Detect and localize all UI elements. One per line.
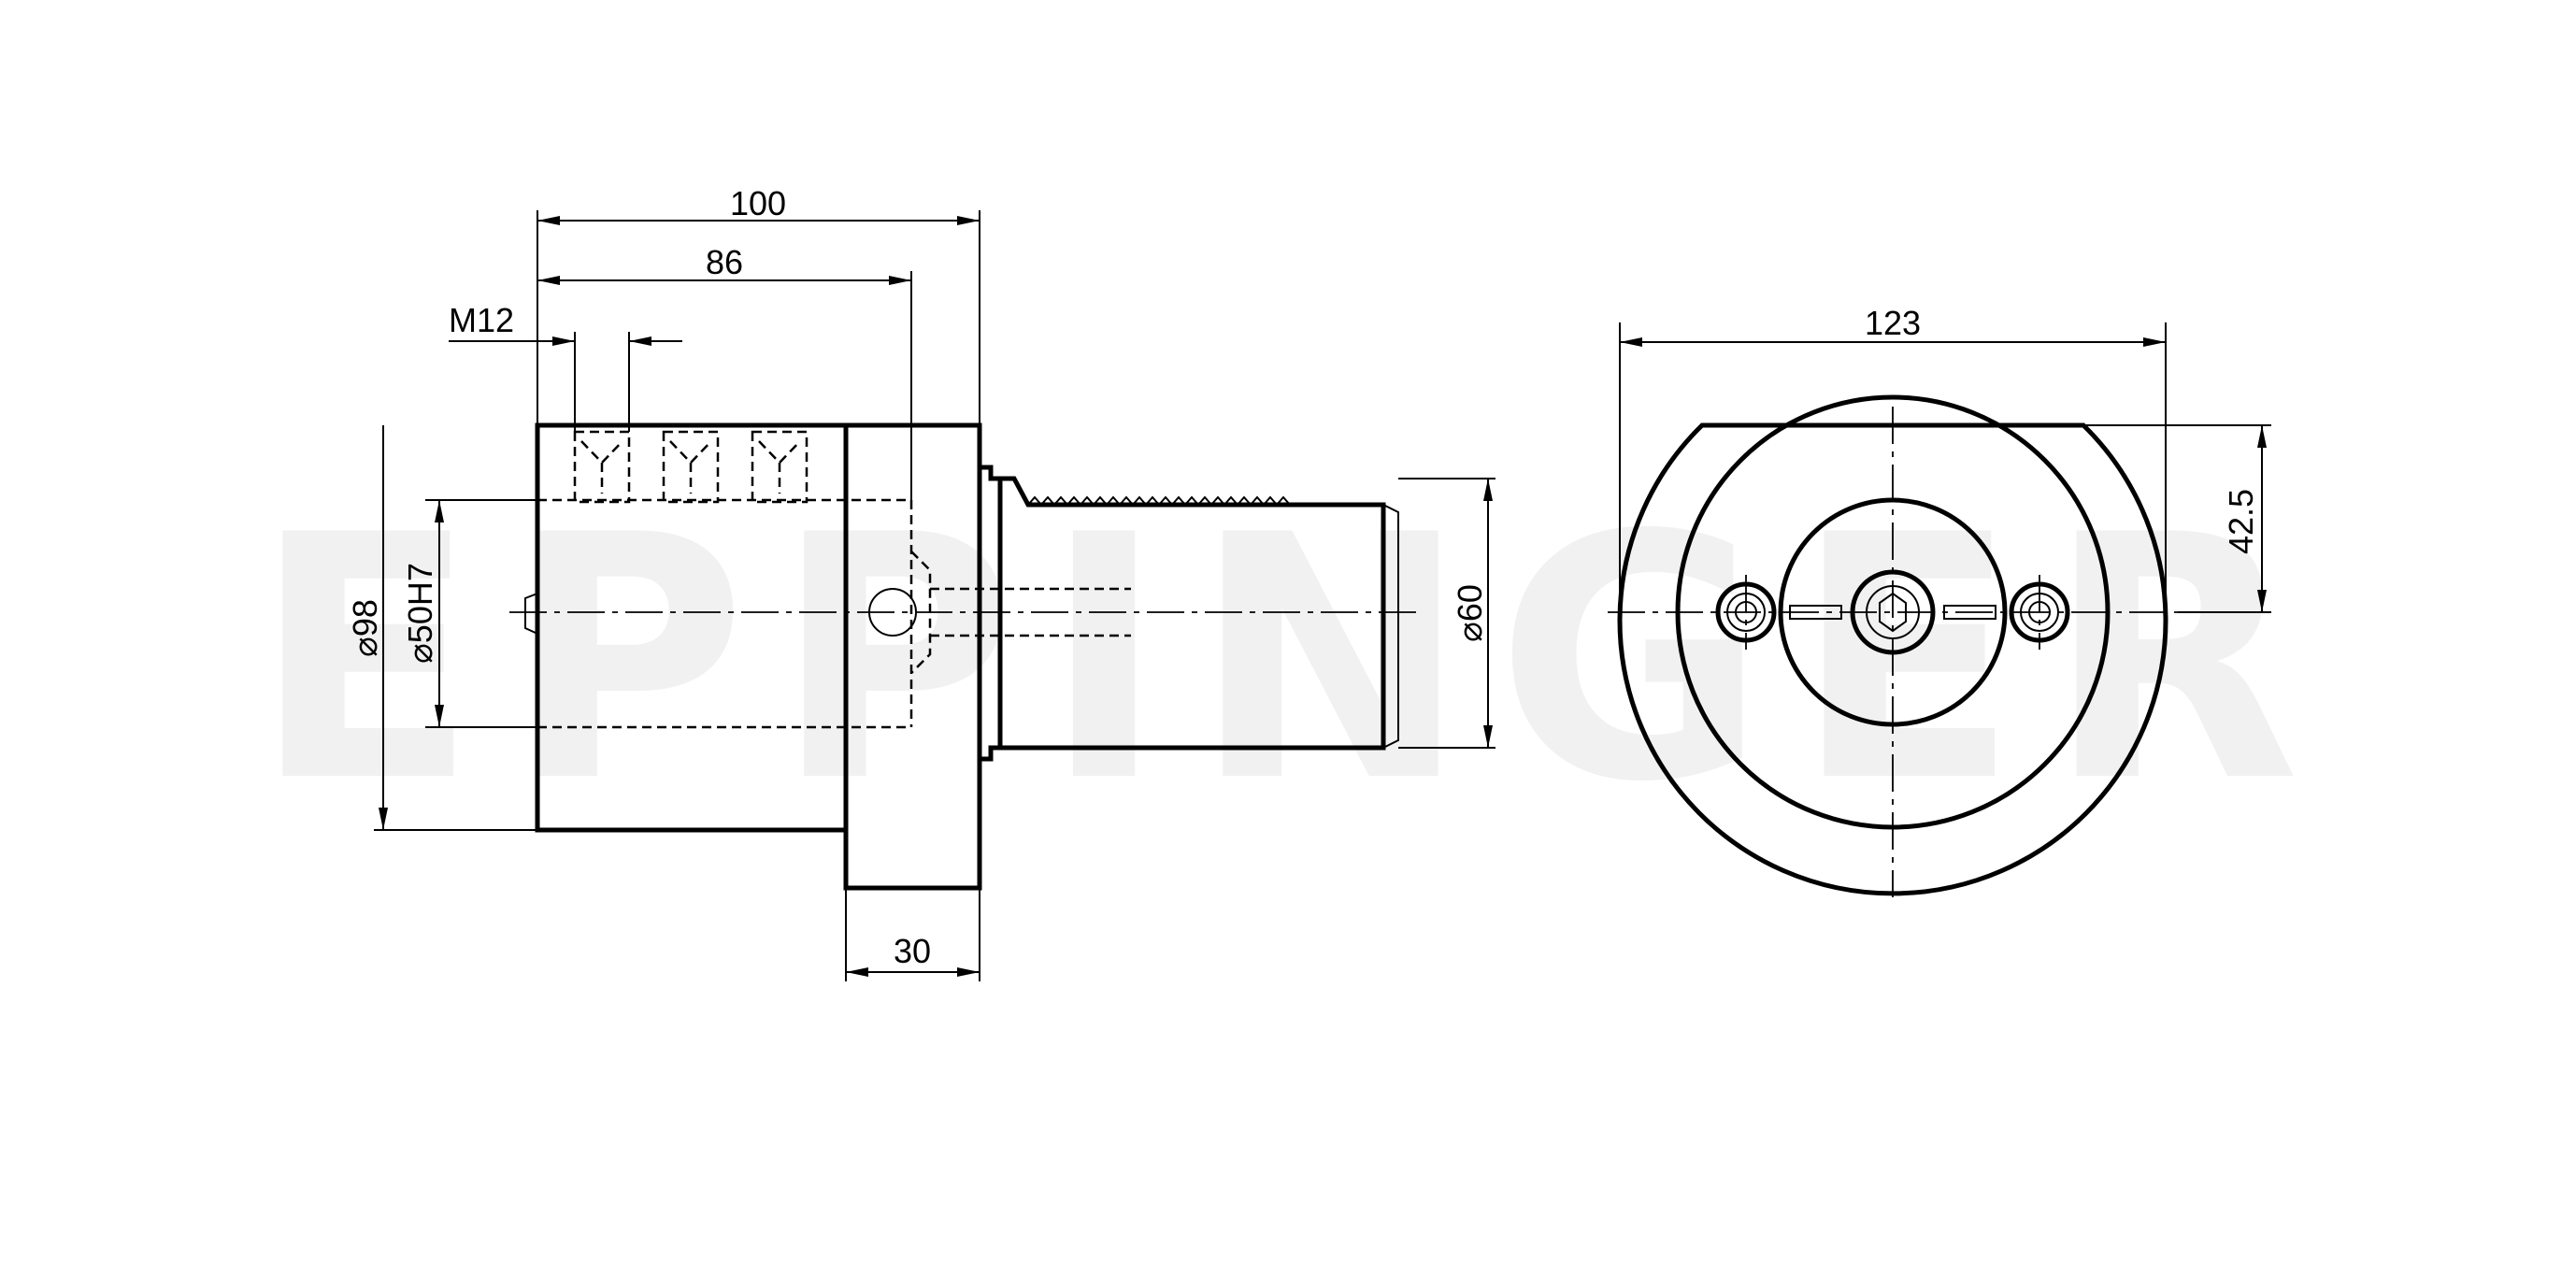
dim-text-42-5: 42.5	[2222, 489, 2260, 554]
dim-text-100: 100	[730, 184, 786, 222]
dim-text-50h7: ⌀50H7	[401, 563, 439, 664]
watermark-text: EPPINGER	[252, 464, 2327, 855]
threaded-hole-2	[662, 430, 720, 504]
shank-collar	[980, 465, 1003, 762]
dim-text-98: ⌀98	[346, 599, 384, 657]
dim-text-30: 30	[894, 932, 931, 970]
threaded-holes	[573, 430, 809, 504]
dim-text-60: ⌀60	[1451, 584, 1489, 642]
rear-plug	[524, 593, 538, 635]
shank	[1000, 476, 1386, 751]
flange	[843, 422, 982, 891]
shank-end	[1382, 504, 1399, 749]
front-view: 123 42.5	[1608, 304, 2271, 897]
side-view: 100 86 M12 ⌀98 ⌀50H7 ⌀60 30	[346, 184, 1496, 981]
threaded-hole-3	[751, 430, 809, 504]
threaded-hole-1-tip	[580, 440, 623, 494]
dim-text-123: 123	[1865, 304, 1921, 342]
threaded-hole-3-tip	[758, 440, 801, 494]
dim-text-86: 86	[706, 243, 743, 281]
threaded-hole-1	[573, 430, 631, 504]
dim-text-m12: M12	[449, 301, 514, 339]
threaded-hole-2-tip	[669, 440, 712, 494]
serration	[1027, 495, 1291, 507]
